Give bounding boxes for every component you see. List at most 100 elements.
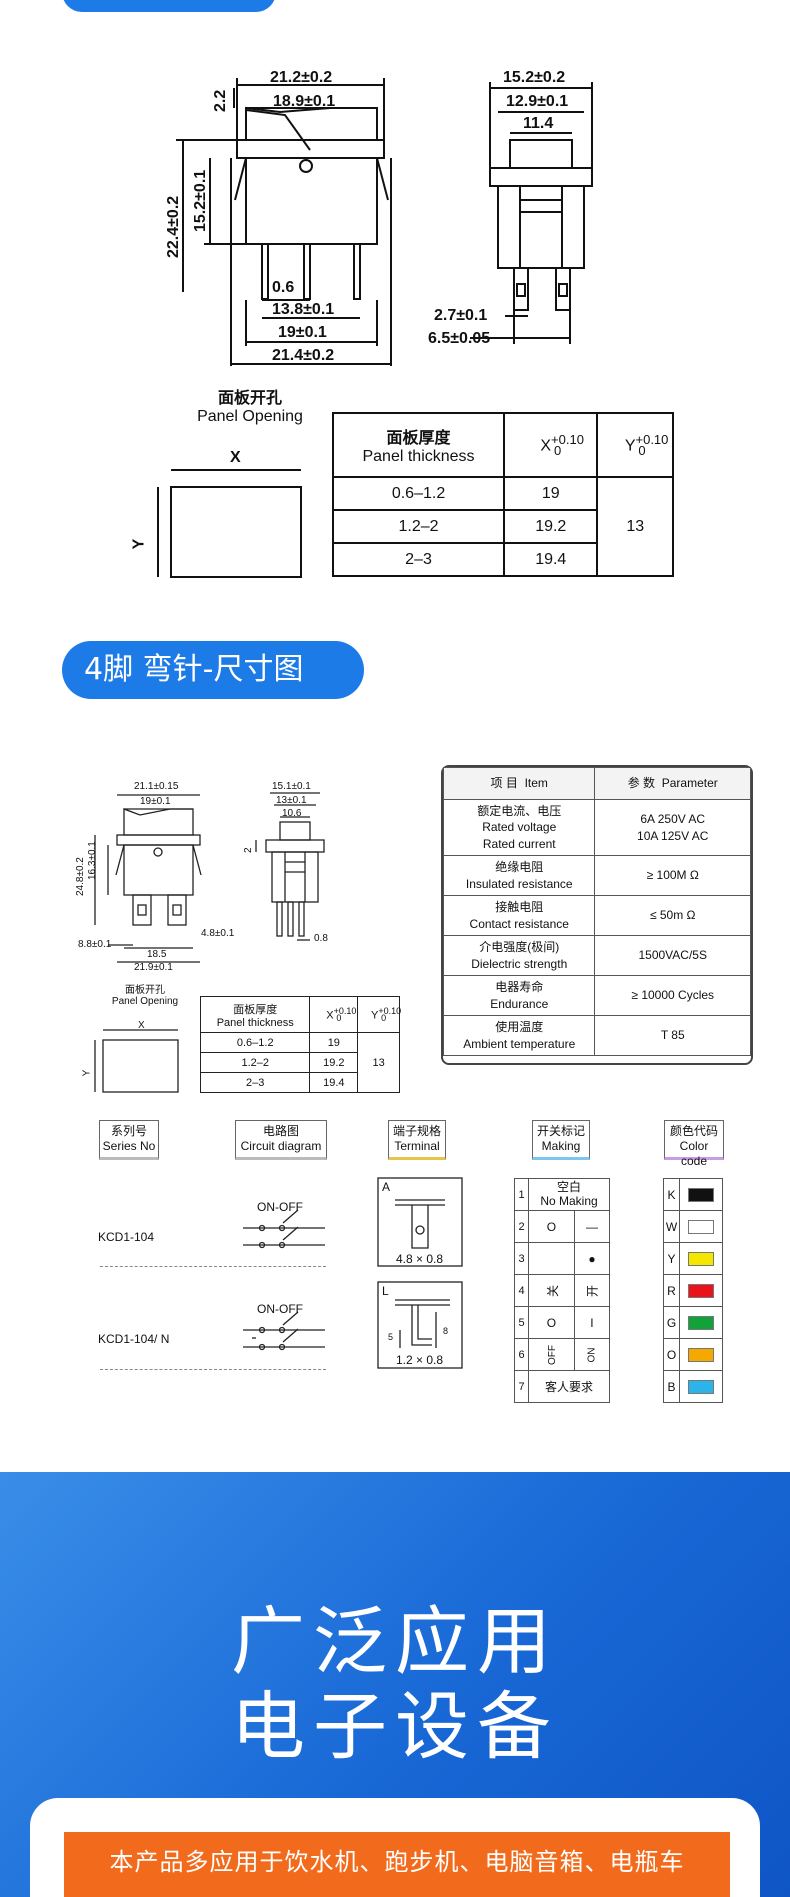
making-cn: 空白 (556, 1180, 581, 1195)
color-swatch-cell (679, 1338, 723, 1371)
spec-head-item-en: Item (524, 776, 548, 791)
dim-pin-width: 0.6 (272, 279, 295, 296)
making-num: 2 (514, 1210, 529, 1243)
dim2-front-pin: 0.8 (314, 933, 328, 944)
col-y-tol-plus: +0.10 (635, 432, 669, 448)
terminal-l-label: L (382, 1284, 389, 1298)
panel-opening-title-en: Panel Opening (197, 407, 303, 425)
col-x-tol-zero: 0 (553, 442, 562, 458)
col2-x-letter: X (326, 1009, 334, 1022)
table-row: 3● (514, 1242, 611, 1275)
col-x-tol-plus: +0.10 (551, 432, 584, 448)
panel-opening-title-cn: 面板开孔 (217, 390, 282, 407)
cell-x: 19.4 (503, 542, 599, 577)
color-code-table: K W Y R G O B (663, 1178, 723, 1403)
dim-front-pin-gap: 2.7±0.1 (434, 307, 488, 324)
terminal-diagrams (377, 1177, 463, 1369)
cell-thickness: 2–3 (331, 542, 506, 577)
spec-head-param-en: Parameter (661, 776, 718, 791)
cell-y: 13 (596, 476, 674, 577)
color-key: Y (663, 1242, 680, 1275)
making-en: No Making (540, 1193, 598, 1208)
model-kcd1-104n: KCD1-104/ N (98, 1332, 170, 1346)
cell-x: 19 (309, 1032, 359, 1053)
table-row: B (663, 1370, 723, 1403)
color-key: K (663, 1178, 680, 1211)
spec-item-cn: 介电强度(极间) (479, 940, 560, 955)
color-swatch-cell (679, 1210, 723, 1243)
making-header-cn: 开关标记 (536, 1124, 585, 1138)
dim-top-width: 21.2±0.2 (270, 69, 333, 86)
color-swatch-cell (679, 1306, 723, 1339)
dim2-front-w2: 13±0.1 (276, 795, 307, 806)
row-divider (100, 1369, 326, 1370)
color-swatch (688, 1219, 714, 1234)
making-on: 开 (575, 1272, 608, 1309)
color-swatch (688, 1347, 714, 1362)
circuit-diagrams (243, 1209, 325, 1351)
cell-thickness: 0.6–1.2 (331, 476, 506, 511)
col2-y-letter: Y (371, 1009, 379, 1022)
dim-front-w2: 12.9±0.1 (506, 93, 569, 110)
series-no-header-cn: 系列号 (110, 1124, 147, 1138)
terminal-header-cn: 端子规格 (392, 1124, 441, 1138)
dim-inner-width: 18.9±0.1 (273, 93, 336, 110)
cell-thickness: 1.2–2 (331, 509, 506, 544)
table-row: Y (663, 1242, 723, 1275)
spec-value: ≥ 10000 Cycles (594, 975, 751, 1016)
color-swatch (688, 1251, 714, 1266)
terminal-header-en: Terminal (394, 1139, 440, 1153)
circuit-header-cn: 电路图 (262, 1124, 299, 1138)
dim-front-w1: 15.2±0.2 (503, 69, 566, 86)
cell-thickness: 1.2–2 (199, 1052, 311, 1073)
dim-pin-span1: 13.8±0.1 (272, 301, 335, 318)
cell-x: 19.2 (503, 509, 599, 544)
banner-title-line1: 广泛应用 (231, 1599, 559, 1685)
making-on: ● (573, 1242, 611, 1275)
col2-y-tol-plus: +0.10 (378, 1005, 402, 1016)
spec-head-param-cn: 参 数 (627, 776, 656, 791)
panel-opening-title-2-cn: 面板开孔 (125, 985, 165, 996)
terminal-l-d1: 5 (388, 1332, 394, 1342)
col2-x-tol-plus: +0.10 (333, 1005, 357, 1016)
cell-y: 13 (357, 1032, 400, 1093)
panel-opening-title-2: 面板开孔 Panel Opening (100, 985, 190, 1007)
terminal-l-d2: 8 (443, 1326, 449, 1336)
color-swatch-cell (679, 1370, 723, 1403)
section-title-pill: 4脚 弯针-尺寸图 (62, 641, 364, 699)
table-row: 介电强度(极间)Dielectric strength 1500VAC/5S (442, 935, 751, 976)
terminal-a-label: A (382, 1180, 391, 1194)
color-swatch-cell (679, 1178, 723, 1211)
dim2-pin-offset: 4.8±0.1 (201, 928, 235, 939)
cell-thickness: 2–3 (199, 1072, 311, 1093)
circuit-label-1: ON-OFF (257, 1200, 303, 1214)
spec-item-en2: Rated current (482, 836, 556, 851)
spec-value-1: 6A 250V AC (640, 812, 706, 827)
row-divider (100, 1266, 326, 1267)
series-no-header-en: Series No (102, 1139, 156, 1153)
spec-head-param: 参 数 Parameter (594, 767, 751, 800)
color-key: B (663, 1370, 680, 1403)
circuit-header-en: Circuit diagram (240, 1139, 322, 1153)
color-key: O (663, 1338, 680, 1371)
top-section-pill (62, 0, 276, 12)
making-on: I (573, 1306, 611, 1339)
color-swatch-cell (679, 1242, 723, 1275)
